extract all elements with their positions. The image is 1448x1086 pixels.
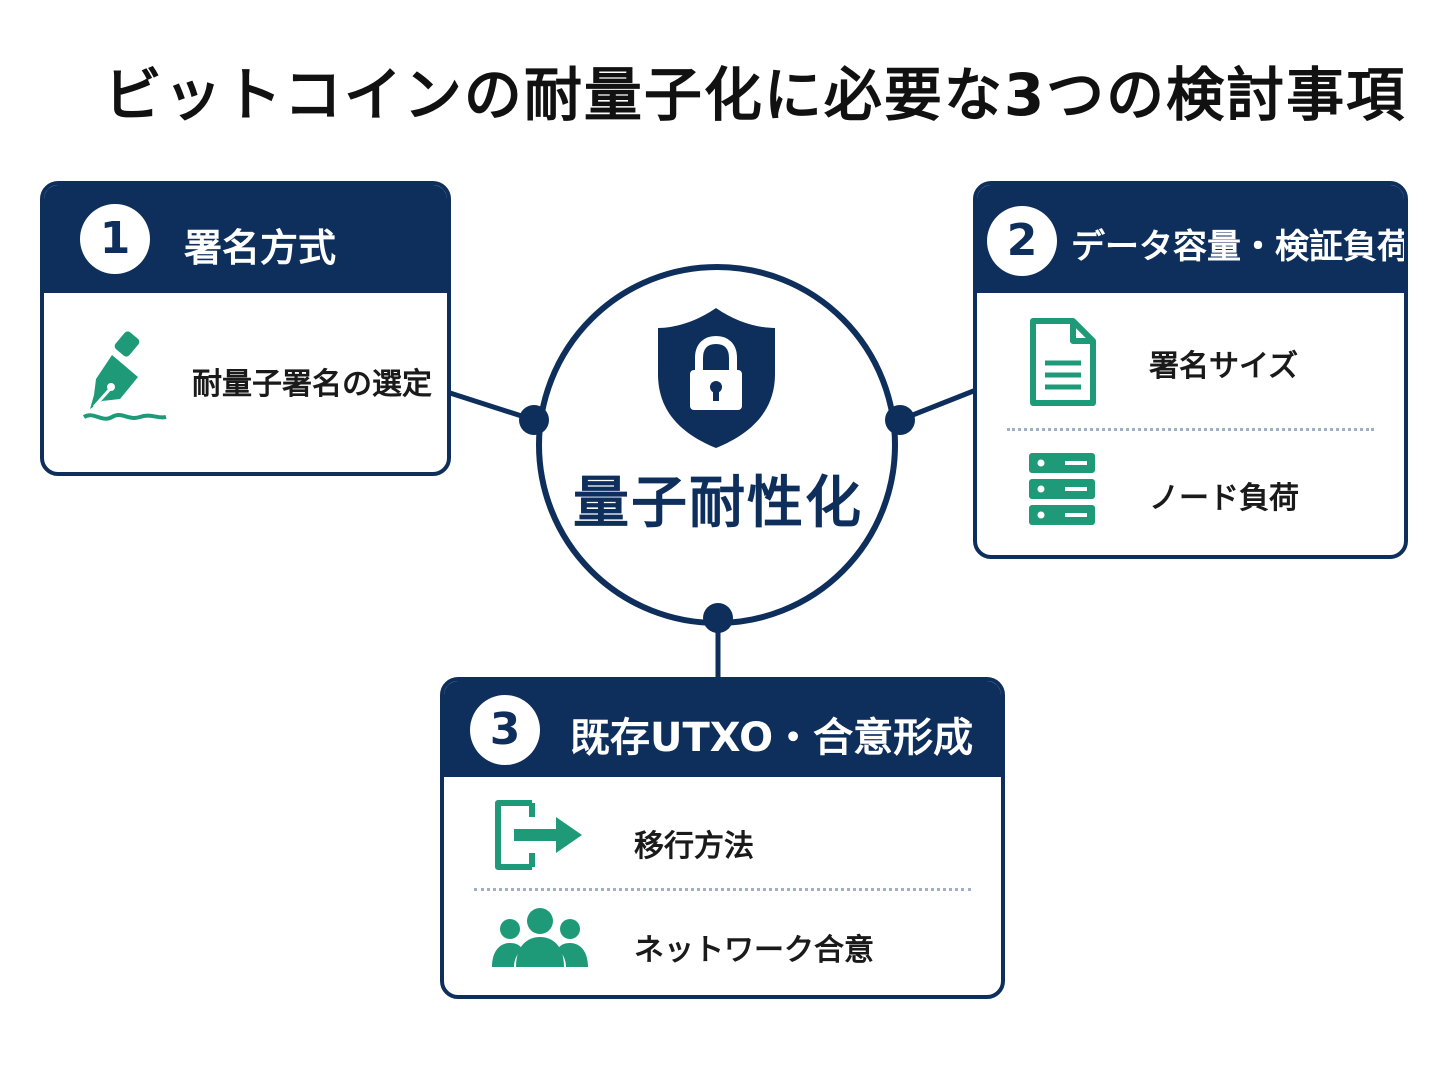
card-heading: 既存UTXO・合意形成	[570, 715, 974, 761]
people-group-icon	[492, 908, 588, 967]
migration-arrow-icon	[495, 800, 582, 870]
card-number: 3	[470, 695, 540, 765]
center-label: 量子耐性化	[573, 471, 863, 536]
card-data-capacity: 2 データ容量・検証負荷 署名サイズ ノード負荷	[973, 181, 1408, 559]
card-heading: データ容量・検証負荷	[1071, 227, 1408, 267]
card-signature-scheme: 1 署名方式 耐量子署名の選定	[40, 181, 451, 476]
page-title: ビットコインの耐量子化に必要な3つの検討事項	[103, 61, 1407, 129]
list-item: 耐量子署名の選定	[44, 321, 447, 441]
fountain-pen-icon	[82, 331, 167, 421]
card-existing-utxo: 3 既存UTXO・合意形成 移行方法 ネットワーク合意	[440, 677, 1005, 999]
item-label: ネットワーク合意	[634, 933, 874, 968]
server-icon	[1029, 453, 1095, 525]
item-label: ノード負荷	[1149, 481, 1299, 516]
connector-node-1	[519, 405, 549, 435]
item-label: 移行方法	[634, 829, 754, 864]
item-label: 耐量子署名の選定	[192, 367, 432, 402]
divider	[474, 888, 971, 891]
divider	[1007, 428, 1374, 431]
card-number: 2	[987, 206, 1057, 276]
shield-lock-icon	[658, 308, 775, 448]
item-label: 署名サイズ	[1149, 349, 1299, 384]
card-heading: 署名方式	[184, 226, 337, 270]
card-header: 3 既存UTXO・合意形成	[444, 681, 1001, 777]
list-item: 移行方法	[444, 781, 1001, 901]
connector-node-2	[885, 405, 915, 435]
list-item: 署名サイズ	[977, 303, 1404, 423]
document-icon	[1030, 318, 1096, 406]
card-header: 1 署名方式	[44, 185, 447, 293]
card-header: 2 データ容量・検証負荷	[977, 185, 1404, 293]
connector-node-3	[703, 603, 733, 633]
list-item: ノード負荷	[977, 435, 1404, 555]
list-item: ネットワーク合意	[444, 889, 1001, 995]
card-number: 1	[80, 204, 150, 274]
